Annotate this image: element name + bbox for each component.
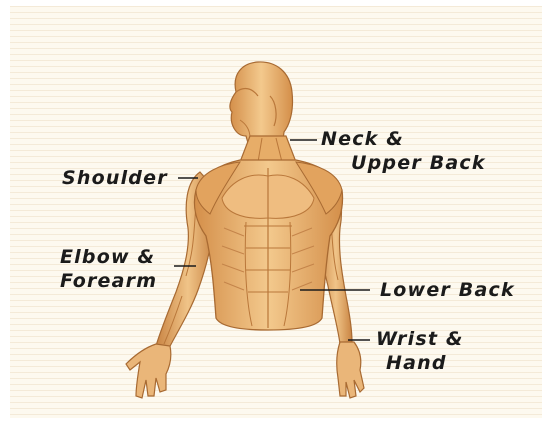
label-neck-line1: Neck &	[321, 127, 486, 151]
label-wrist-hand: Wrist & Hand	[376, 327, 464, 375]
label-elbow-forearm: Elbow & Forearm	[60, 245, 157, 293]
label-neck-upper-back: Neck & Upper Back	[321, 127, 486, 175]
label-shoulder-line1: Shoulder	[62, 166, 168, 190]
label-shoulder: Shoulder	[62, 166, 168, 190]
label-elbow-line1: Elbow &	[60, 245, 157, 269]
right-hand	[337, 342, 364, 398]
torso	[194, 160, 342, 330]
neck	[240, 136, 296, 162]
label-wrist-line2: Hand	[386, 351, 464, 375]
left-hand	[126, 344, 171, 398]
label-wrist-line1: Wrist &	[376, 327, 464, 351]
label-lower-back-line1: Lower Back	[380, 278, 515, 302]
label-neck-line2: Upper Back	[351, 151, 486, 175]
label-lower-back: Lower Back	[380, 278, 515, 302]
label-elbow-line2: Forearm	[60, 269, 157, 293]
